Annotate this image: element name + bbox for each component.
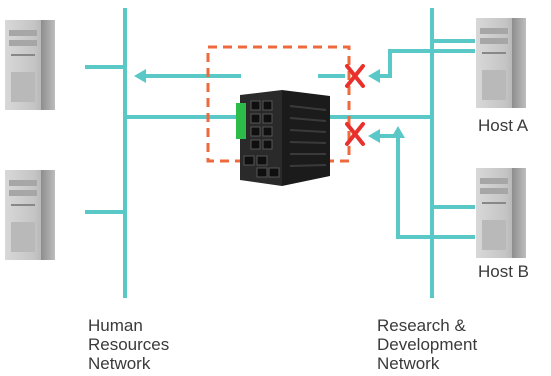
host-a-computer-icon (476, 18, 526, 108)
rd-network-label: Research & Development Network (377, 316, 478, 373)
blocked-x-icon (345, 64, 365, 88)
blocked-traffic-paths (134, 49, 475, 239)
host-b-label: Host B (478, 262, 530, 281)
host-computer-icon (5, 20, 55, 110)
hr-network-label: Human Resources Network (88, 316, 170, 373)
host-computer-icon (5, 170, 55, 260)
blocked-x-icon (345, 122, 365, 146)
host-a-label: Host A (478, 116, 529, 135)
firewall-zone-box (206, 45, 351, 163)
host-links (85, 39, 475, 214)
industrial-switch-icon (236, 90, 330, 186)
host-b-computer-icon (476, 168, 526, 258)
